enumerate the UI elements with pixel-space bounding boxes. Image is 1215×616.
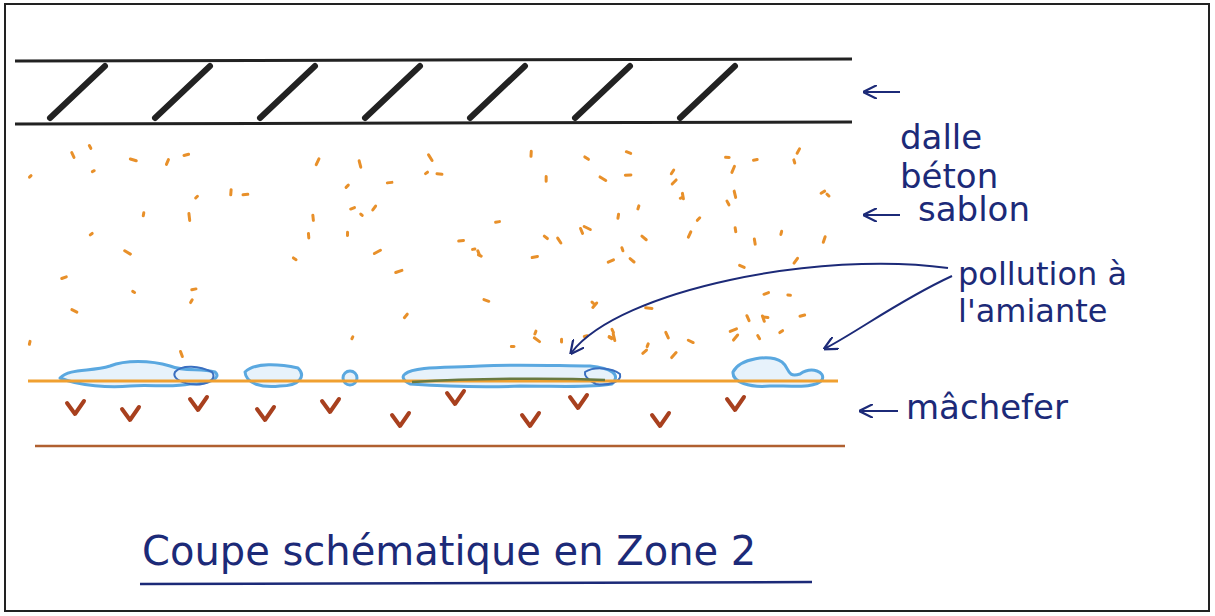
pollution-base (412, 379, 605, 382)
caption-underline (140, 582, 812, 584)
sand-layer (29, 146, 829, 358)
layer-label: dalle béton (900, 118, 1060, 196)
concrete-slab (15, 59, 852, 124)
clinker-bottom (35, 445, 845, 448)
layer-label: mâchefer (906, 388, 1068, 427)
frame (5, 4, 1209, 611)
layer-label: pollution à l'amiante (958, 256, 1188, 330)
clinker-layer (67, 391, 744, 426)
leader-lines (572, 92, 952, 411)
layer-interface (28, 380, 838, 383)
layer-label: sablon (918, 190, 1030, 229)
caption: Coupe schématique en Zone 2 (142, 528, 756, 574)
